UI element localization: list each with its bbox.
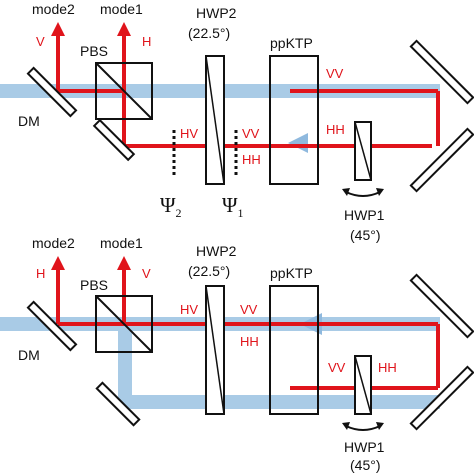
hwp1-rotation-arrow-a [345, 191, 381, 197]
hwp1-angle-b: (45°) [350, 457, 381, 473]
hwp1-angle-a: (45°) [350, 227, 381, 243]
ppktp-label-b: ppKTP [270, 265, 313, 281]
hh-right-label-b: HH [378, 360, 397, 375]
psi1-label: Ψ1 [222, 193, 244, 220]
retro-mirror-top-a [409, 39, 474, 105]
mode1-arrow-b [117, 256, 131, 270]
pbs-cube-a [95, 62, 153, 120]
hwp1-a [354, 121, 372, 181]
hv-label-a: HV [180, 126, 198, 141]
ppktp-crystal-a [269, 55, 319, 185]
hwp2-angle-a: (22.5°) [188, 25, 230, 41]
vv-right-label-a: VV [326, 66, 344, 81]
vv-top-label-b: VV [240, 302, 258, 317]
fold-mirror-a [92, 118, 136, 162]
retro-mirror-bottom-b [409, 365, 474, 431]
mode1-arrow-a [117, 22, 131, 36]
hwp1-rotation-arrow-b [345, 425, 381, 431]
hwp1-label-a: HWP1 [344, 207, 385, 223]
dm-label-a: DM [18, 113, 40, 129]
panel-b: mode2 mode1 H V PBS DM HWP2 (22.5°) ppKT… [0, 235, 474, 473]
hh-left-label-a: HH [242, 152, 261, 167]
hv-label-b: HV [180, 302, 198, 317]
pump-arrow-a [288, 133, 308, 153]
hwp2-b [205, 285, 225, 415]
pbs-cube-b [95, 295, 153, 353]
hwp1-b [354, 355, 372, 415]
mode1-pol-b: V [142, 266, 151, 281]
retro-mirror-top-b [409, 273, 474, 339]
dm-label-b: DM [18, 347, 40, 363]
hh-mid-label-b: HH [240, 334, 259, 349]
fold-mirror-b [95, 381, 141, 427]
vv-left-label-a: VV [242, 126, 260, 141]
dm-mirror-a [26, 66, 78, 118]
dm-mirror-b [26, 300, 78, 352]
ppktp-crystal-b [269, 285, 319, 415]
psi2-label: Ψ2 [160, 193, 182, 220]
vv-right-label-b: VV [328, 360, 346, 375]
mode1-label-b: mode1 [100, 235, 143, 251]
mode1-label-a: mode1 [100, 1, 143, 17]
hwp2-label-b: HWP2 [196, 243, 237, 259]
hwp2-angle-b: (22.5°) [188, 263, 230, 279]
ppktp-label-a: ppKTP [270, 35, 313, 51]
mode2-label-a: mode2 [32, 1, 75, 17]
hwp1-label-b: HWP1 [344, 439, 385, 455]
mode2-arrow-b [51, 256, 65, 270]
pbs-label-b: PBS [80, 277, 108, 293]
mode2-pol-a: V [36, 34, 45, 49]
mode1-pol-a: H [142, 34, 151, 49]
mode2-arrow-a [51, 22, 65, 36]
hwp2-label-a: HWP2 [196, 5, 237, 21]
pbs-label-a: PBS [80, 43, 108, 59]
retro-mirror-bottom-a [409, 127, 474, 193]
mode2-label-b: mode2 [32, 235, 75, 251]
hh-right-label-a: HH [326, 122, 345, 137]
panel-a: mode2 mode1 V H PBS DM HWP2 (22.5°) ppKT… [0, 1, 474, 243]
mode2-pol-b: H [36, 266, 45, 281]
hwp2-a [205, 55, 225, 185]
